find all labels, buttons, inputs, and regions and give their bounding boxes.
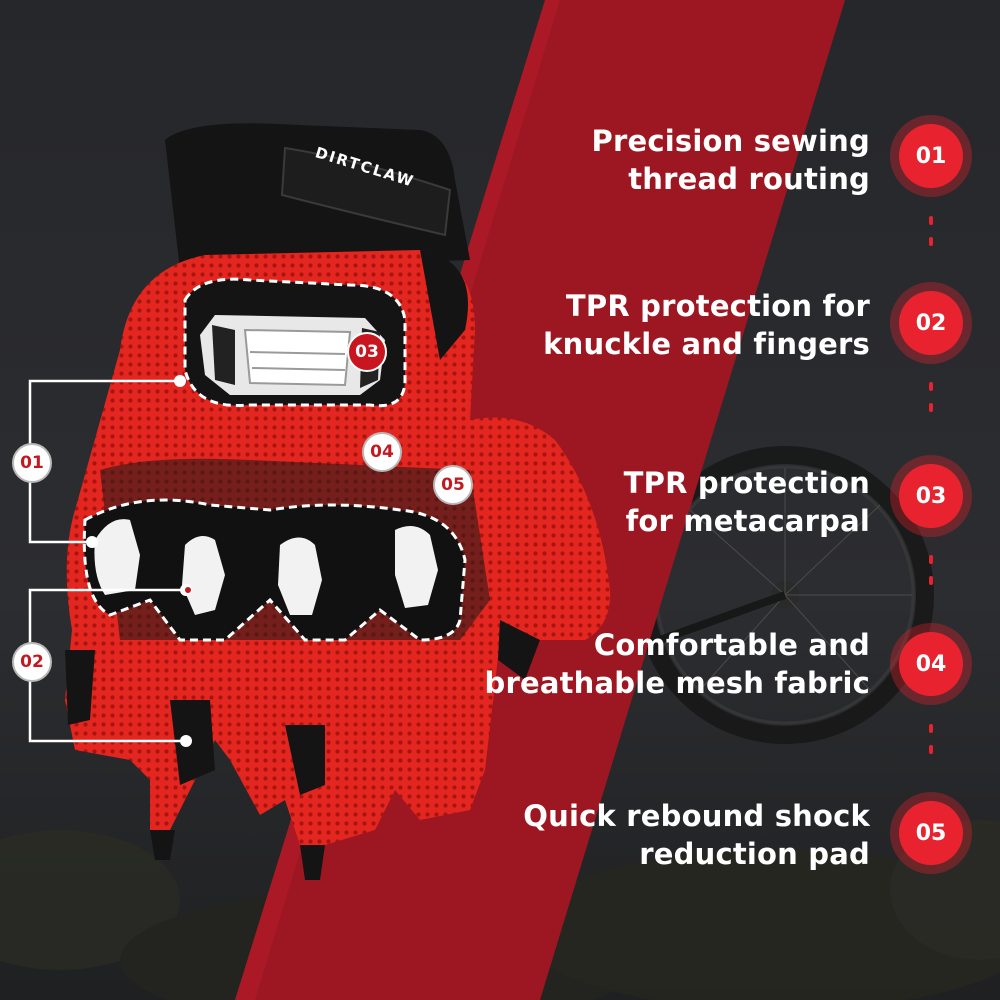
- feature-line: Quick rebound shock: [523, 799, 870, 833]
- callout-dots: [86, 375, 192, 747]
- feature-line: Precision sewing: [591, 124, 870, 158]
- feature-badge-01: 01: [899, 124, 963, 188]
- badge-connector: [929, 576, 933, 585]
- feature-text-03: TPR protection for metacarpal: [430, 464, 870, 540]
- feature-line: TPR protection: [623, 466, 870, 500]
- feature-badge-03: 03: [899, 464, 963, 528]
- feature-text-02: TPR protection for knuckle and fingers: [430, 287, 870, 363]
- feature-line: TPR protection for: [565, 289, 870, 323]
- feature-text-05: Quick rebound shock reduction pad: [430, 797, 870, 873]
- feature-badge-04: 04: [899, 632, 963, 696]
- feature-badge-05: 05: [899, 801, 963, 865]
- badge-connector: [929, 216, 933, 225]
- feature-badge-02: 02: [899, 291, 963, 355]
- callout-label-04: 04: [362, 432, 402, 472]
- glove-illustration: [65, 123, 611, 880]
- badge-connector: [929, 237, 933, 246]
- callout-label-05: 05: [433, 465, 473, 505]
- callout-label-01: 01: [12, 443, 52, 483]
- badge-connector: [929, 745, 933, 754]
- feature-line: knuckle and fingers: [543, 327, 870, 361]
- feature-text-01: Precision sewing thread routing: [430, 122, 870, 198]
- badge-connector: [929, 403, 933, 412]
- feature-text-04: Comfortable and breathable mesh fabric: [430, 626, 870, 702]
- badge-connector: [929, 382, 933, 391]
- feature-line: breathable mesh fabric: [484, 666, 870, 700]
- badge-connector: [929, 555, 933, 564]
- callout-label-02: 02: [12, 642, 52, 682]
- feature-line: reduction pad: [639, 837, 870, 871]
- badge-connector: [929, 724, 933, 733]
- callout-label-03: 03: [347, 332, 387, 372]
- feature-line: for metacarpal: [625, 504, 870, 538]
- feature-line: thread routing: [628, 162, 870, 196]
- feature-line: Comfortable and: [593, 628, 870, 662]
